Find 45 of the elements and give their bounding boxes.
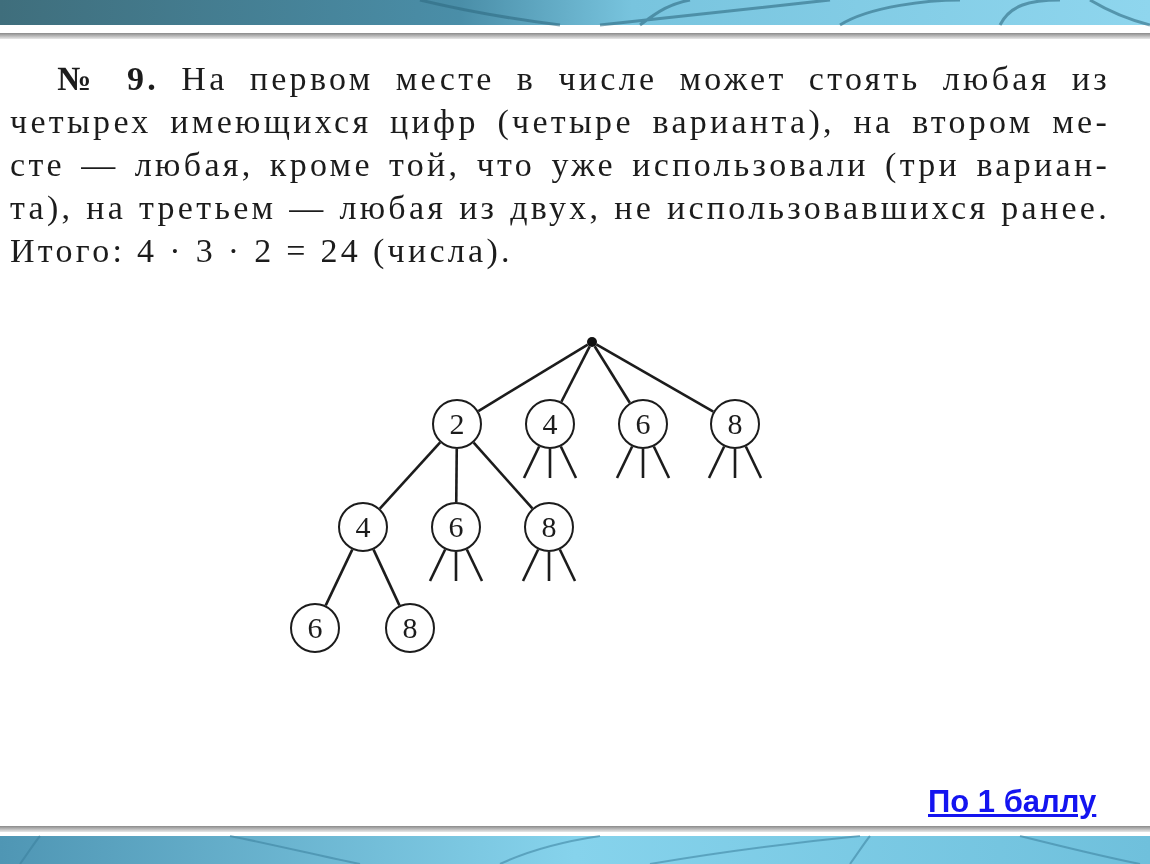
node-number: 6 <box>448 512 464 542</box>
node-number: 6 <box>635 409 651 439</box>
branch-line <box>560 345 591 403</box>
branch-line <box>522 445 541 479</box>
branch-line <box>558 548 577 582</box>
branch-line <box>454 449 459 502</box>
branch-line <box>595 343 714 413</box>
branch-line <box>477 343 589 413</box>
node-number: 8 <box>402 613 418 643</box>
branch-line <box>733 449 737 478</box>
branch-line <box>559 445 578 479</box>
branch-line <box>641 449 645 478</box>
tree-node-circle <box>524 502 574 552</box>
branch-line <box>521 548 540 582</box>
tree-node-circle <box>338 502 388 552</box>
score-note: По 1 баллу <box>928 784 1097 820</box>
node-number: 4 <box>355 512 371 542</box>
branch-line <box>378 441 442 510</box>
node-number: 2 <box>449 409 465 439</box>
tree-node-circle <box>290 603 340 653</box>
tree-node-circle <box>431 502 481 552</box>
branch-line <box>428 548 447 582</box>
branch-line <box>547 552 551 581</box>
branch-line <box>472 441 534 510</box>
root-dot <box>587 337 597 347</box>
tree-node-circle <box>432 399 482 449</box>
branch-line <box>548 449 552 478</box>
solution-text: № 9. На первом месте в числе может стоять любая из четырех имеющихся цифр (четыре варианта), на втором ме-сте — любая, кроме той, что уже использовали (три вариан-та), на третьем — любая из двух, не использовавшихся ранее. Итого: 4 · 3 · 2 = 24 (числа). <box>10 59 1110 271</box>
node-number: 8 <box>541 512 557 542</box>
tree-node-circle <box>525 399 575 449</box>
branch-line <box>324 549 354 606</box>
branch-line <box>744 445 763 479</box>
branch-line <box>615 445 634 479</box>
branch-line <box>707 445 726 479</box>
tree-node-circle <box>710 399 760 449</box>
branch-line <box>652 445 671 479</box>
tree-node-circle <box>385 603 435 653</box>
node-number: 4 <box>542 409 558 439</box>
branch-line <box>454 552 458 581</box>
branch-line <box>372 549 401 606</box>
branch-line <box>593 345 631 404</box>
node-number: 6 <box>307 613 323 643</box>
tree-node-circle <box>618 399 668 449</box>
node-number: 8 <box>727 409 743 439</box>
branch-line <box>465 548 484 582</box>
